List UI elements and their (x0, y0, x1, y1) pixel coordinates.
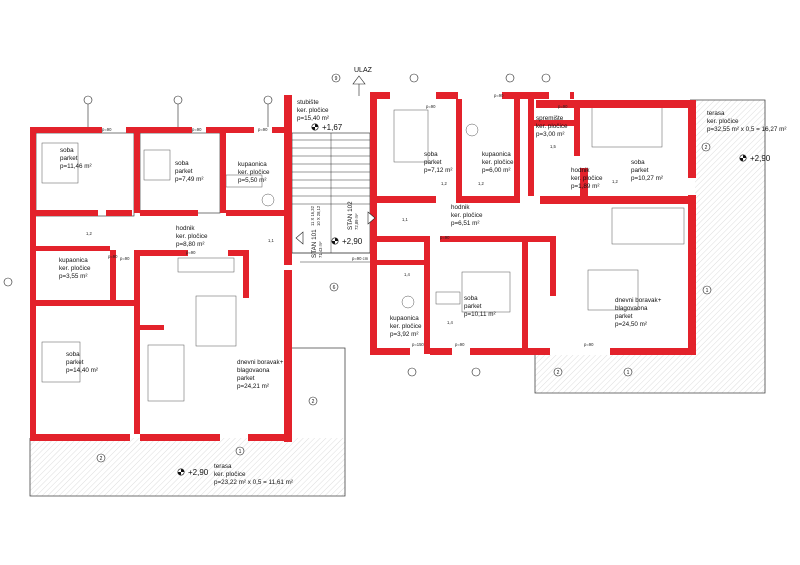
axis-marker: 2 (553, 367, 563, 377)
opening-note: p=90 (102, 127, 112, 132)
opening-note: p=90 cm (352, 256, 369, 261)
flat-name: STAN 102 (347, 201, 354, 230)
axis-number: 1 (706, 288, 709, 294)
level-value: +1,67 (322, 123, 343, 132)
room-label: kupaonica ker. pločice p=6,00 m² (482, 151, 515, 174)
opening-note: p=90 (558, 104, 568, 109)
axis-number: 2 (705, 145, 708, 151)
opening-note: p=150 (412, 342, 424, 347)
door-size: 1,1 (268, 238, 274, 243)
axis-marker: 6 (329, 282, 339, 292)
room-label: kupaonica ker. pločice p=5,50 m² (238, 161, 271, 184)
opening-note: p=90 (120, 256, 130, 261)
room-label: soba parket p=14,40 m² (66, 351, 98, 374)
axis-marker: 2 (96, 453, 106, 463)
terrace-left (29, 347, 346, 497)
axis-number: 2 (557, 370, 560, 376)
room-label: terasa ker. pločice p=32,55 m² x 0,5 = 1… (707, 110, 786, 133)
level-mark: +2,90 (331, 237, 363, 246)
room-label: soba parket p=7,12 m² (424, 151, 453, 174)
opening-note: p=90 (494, 93, 504, 98)
level-mark: +2,90 (177, 468, 209, 477)
axis-marker (173, 95, 183, 127)
stair-dimension: 10 X 28,12 (316, 205, 321, 226)
opening-note: p=90 (440, 235, 450, 240)
axis-marker: 1 (702, 285, 712, 295)
room-label: soba parket p=11,46 m² (60, 147, 92, 170)
axis-marker (505, 73, 515, 83)
axis-number: 2 (312, 399, 315, 405)
stair-dimension: 11 X 16,32 (310, 205, 315, 226)
opening-note: p=90 (258, 127, 268, 132)
door-size: 1,1 (402, 217, 408, 222)
opening-note: p=90 (192, 127, 202, 132)
door-size: 1,4 (404, 272, 410, 277)
opening-note: p=90 (426, 104, 436, 109)
opening-note: p=90 (455, 342, 465, 347)
door-size: 1,5 (550, 144, 556, 149)
walls (30, 92, 696, 442)
entrance-marker: ULAZ (352, 67, 373, 96)
axis-marker (471, 367, 481, 377)
staircase (291, 132, 420, 263)
level-value: +2,90 (750, 154, 771, 163)
door-size: 1,2 (441, 181, 447, 186)
opening-note: p=90 (108, 254, 118, 259)
axis-marker: 2 (701, 142, 711, 152)
axis-marker: 1 (235, 446, 245, 456)
room-label: soba parket p=7,49 m² (175, 160, 204, 183)
door-size: 1,2 (478, 181, 484, 186)
flat-area: 72,89 m² (354, 213, 359, 230)
room-label: soba parket p=10,27 m² (631, 159, 663, 182)
flat-name: STAN 101 (311, 229, 318, 258)
axis-marker (263, 95, 273, 127)
axis-number: 1 (239, 449, 242, 455)
room-label: soba parket p=10,11 m² (464, 295, 496, 318)
axis-marker (407, 367, 417, 377)
opening-notes: p=90 p=90 p=90 p=90 p=90 p=90 cm p=90 p=… (102, 93, 594, 347)
axis-number: 2 (100, 456, 103, 462)
flat-area: 71,43 m² (318, 241, 323, 258)
room-label: hodnik ker. pločice p=8,80 m² (176, 225, 209, 248)
door-size: 1,2 (86, 231, 92, 236)
door-size: 1,4 (447, 320, 453, 325)
room-label: stubište ker. pločice p=15,40 m² (297, 99, 330, 122)
level-value: +2,90 (188, 468, 209, 477)
level-mark: +2,90 (739, 154, 771, 163)
terrace-right (534, 99, 766, 394)
entrance-label: ULAZ (354, 67, 373, 74)
opening-note: p=90 (186, 250, 196, 255)
axis-number: 9 (335, 76, 338, 82)
room-label: dnevni boravak+ blagovaona parket p=24,2… (237, 359, 285, 390)
axis-marker: 1 (623, 367, 633, 377)
room-label: hodnik ker. pločice p=1,89 m² (571, 167, 604, 190)
axis-number: 6 (333, 285, 336, 291)
axis-marker (409, 73, 419, 83)
room-label: terasa ker. pločice p=23,22 m² x 0,5 = 1… (214, 463, 293, 486)
axis-marker: 2 (308, 396, 318, 406)
opening-note: p=90 (584, 342, 594, 347)
room-label: hodnik ker. pločice p=6,51 m² (451, 204, 484, 227)
room-label: kupaonica ker. pločice p=3,55 m² (59, 257, 92, 280)
axis-markers: 9 2 1 2 6 2 (3, 73, 712, 463)
flat-arrow (295, 231, 304, 245)
axis-marker (3, 277, 13, 287)
room-labels: soba parket p=11,46 m² soba parket p=7,4… (59, 99, 786, 486)
axis-marker (541, 73, 551, 83)
level-value: +2,90 (342, 237, 363, 246)
room-label: dnevni boravak+ blagovaona parket p=24,5… (615, 297, 663, 328)
axis-number: 1 (627, 370, 630, 376)
flat-arrow (367, 211, 376, 225)
axis-marker: 9 (331, 73, 341, 83)
door-size: 1,2 (612, 179, 618, 184)
door-tags: 1,2 1,1 1,1 1,2 1,2 1,2 1,4 1,4 1,5 (86, 144, 618, 325)
room-label: spremište ker. pločice p=3,00 m² (536, 115, 569, 138)
watermark (200, 285, 211, 329)
axis-marker (83, 95, 93, 127)
level-mark: +1,67 (311, 123, 343, 132)
room-label: kupaonica ker. pločice p=3,92 m² (390, 315, 423, 338)
